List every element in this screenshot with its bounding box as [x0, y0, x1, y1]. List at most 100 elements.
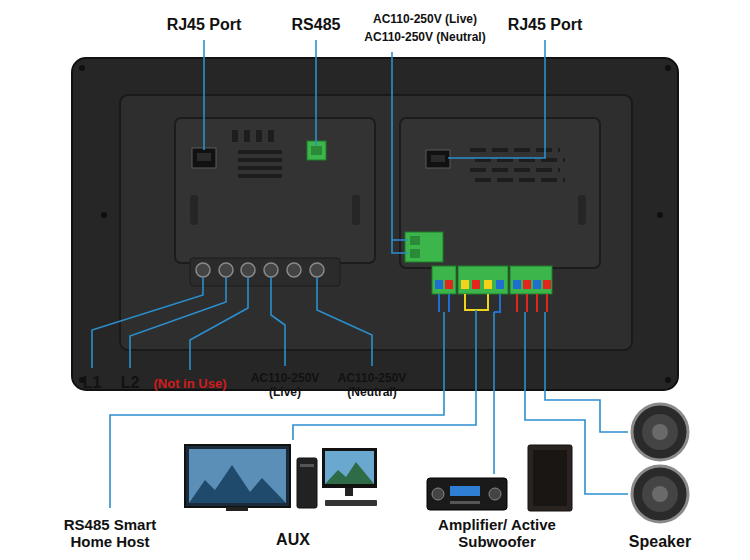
amplifier-display — [450, 486, 480, 496]
subwoofer-icon — [528, 445, 572, 511]
amplifier-buttons — [450, 501, 480, 504]
device-label: Amplifier/ Active Subwoofer — [432, 516, 562, 551]
amplifier-knob — [489, 488, 501, 500]
monitor-picture — [325, 462, 374, 484]
leader-line — [315, 40, 317, 146]
leader-line — [203, 40, 205, 150]
tv-screen — [189, 449, 286, 503]
leader-lines — [92, 40, 628, 508]
screw — [79, 65, 85, 71]
leader-line — [545, 312, 628, 432]
vent-slot — [268, 130, 274, 142]
wire-terminal — [287, 263, 301, 277]
mount-slot — [578, 195, 586, 225]
terminal-label: AC110-250V (Live) — [243, 372, 327, 400]
wire — [517, 294, 527, 312]
rs485-slot — [311, 146, 322, 155]
vent-row — [470, 168, 560, 172]
port-label: RS485 — [292, 16, 341, 34]
pin — [496, 280, 504, 289]
amplifier-icon — [427, 478, 507, 510]
tv-stand — [226, 507, 248, 511]
wire — [439, 294, 449, 312]
power-label: AC110-250V (Neutral) — [364, 31, 485, 45]
speaker-cap — [652, 424, 668, 440]
screw — [657, 212, 663, 218]
speaker-icon — [632, 466, 688, 522]
mount-slot — [352, 195, 360, 225]
terminal-block — [458, 266, 508, 294]
wire — [537, 294, 547, 312]
pc-tower-icon — [297, 458, 317, 508]
vent-slot — [238, 158, 282, 162]
leader-line — [448, 40, 545, 158]
terminal-label: L2 — [121, 374, 140, 392]
wire-terminal — [196, 263, 210, 277]
vent-slot — [256, 130, 262, 142]
leader-line — [271, 277, 285, 366]
terminal-label: AC110-250V (Neutral) — [330, 372, 414, 400]
power-label: AC110-250V (Live) — [373, 13, 477, 27]
screw — [665, 377, 671, 383]
screw — [665, 65, 671, 71]
pc-drive — [300, 464, 314, 467]
rj45-slot — [197, 153, 211, 161]
rj45-socket — [426, 150, 450, 168]
pin — [472, 280, 480, 289]
port-label: RJ45 Port — [167, 16, 242, 34]
rj45-socket — [192, 148, 216, 168]
leader-line — [493, 312, 495, 474]
pin — [445, 280, 453, 289]
panel-housing — [72, 58, 678, 390]
vent-slot — [232, 130, 238, 142]
wire — [465, 294, 488, 310]
vent-slot — [238, 174, 282, 178]
speaker-cap — [652, 486, 668, 502]
pin — [513, 280, 521, 289]
tv-icon — [185, 445, 290, 507]
vent-slot — [238, 166, 282, 170]
left-module — [175, 118, 375, 263]
subwoofer-front — [533, 450, 567, 506]
device-label: Speaker — [629, 533, 691, 551]
leader-line — [92, 277, 203, 368]
terminal-block — [432, 266, 456, 294]
terminal-note: (Not in Use) — [154, 377, 227, 392]
device-label: RS485 Smart Home Host — [48, 516, 173, 551]
wire-terminal — [241, 263, 255, 277]
amplifier-knob — [432, 488, 444, 500]
leader-line — [130, 277, 226, 368]
leader-line — [392, 52, 408, 253]
monitor-stand — [345, 488, 353, 496]
pin — [543, 280, 551, 289]
keyboard-icon — [325, 500, 377, 506]
leader-line — [293, 310, 476, 440]
pin — [461, 280, 469, 289]
speaker-icon — [632, 404, 688, 460]
terminal-label: L1 — [83, 374, 102, 392]
monitor-screen — [325, 451, 374, 484]
wire — [494, 294, 500, 312]
speaker-cone — [642, 476, 678, 512]
ac-slot — [410, 249, 420, 258]
vent-slot — [238, 150, 282, 154]
pin — [523, 280, 531, 289]
vent-slot — [244, 130, 250, 142]
vent-row — [475, 178, 565, 182]
mount-slot — [190, 195, 198, 225]
leader-line — [110, 312, 444, 508]
terminal-block — [510, 266, 552, 294]
port-label: RJ45 Port — [508, 16, 583, 34]
wire-terminal — [219, 263, 233, 277]
leader-line — [190, 277, 248, 370]
ac-slot — [410, 236, 420, 245]
pin — [435, 280, 443, 289]
ac-terminal — [405, 232, 443, 262]
speaker-cone — [642, 414, 678, 450]
wire-terminal — [310, 263, 324, 277]
wire-terminal — [264, 263, 278, 277]
right-module — [400, 118, 600, 268]
